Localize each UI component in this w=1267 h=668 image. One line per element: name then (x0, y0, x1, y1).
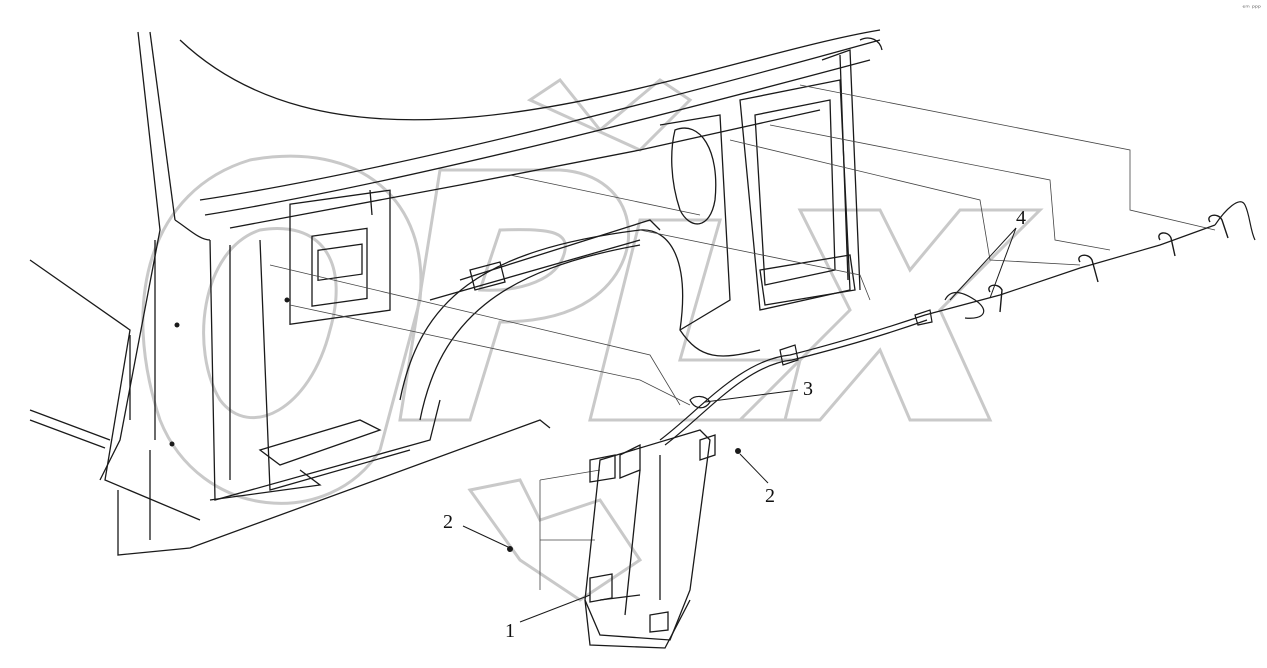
rear-wall-left (209, 239, 441, 501)
left-pillar (99, 31, 161, 481)
clip (1158, 232, 1176, 257)
cab-body (29, 29, 883, 556)
callout-1: 1 (505, 620, 515, 642)
corner-tag: ᵉᵐ ᵖᵖᵖ (1242, 4, 1262, 12)
watermark-letter-o (141, 154, 423, 505)
wheel-arch (399, 229, 761, 401)
roof-edge (179, 29, 881, 121)
callout-labels: 1 2 2 3 4 (443, 207, 1026, 642)
cable-branch (944, 291, 985, 319)
fasteners (169, 297, 741, 552)
right-wall (659, 114, 731, 331)
watermark-arrow-bottom (467, 478, 643, 602)
leader-1 (519, 594, 591, 623)
leader-2b (739, 453, 769, 484)
callout-4: 4 (1016, 207, 1026, 229)
cable-harness (659, 201, 1256, 446)
fastener-dot (169, 441, 175, 447)
callout-2-right: 2 (765, 485, 775, 507)
callout-3: 3 (803, 378, 813, 400)
cable-end-loop (1214, 201, 1256, 241)
trim-panel (584, 429, 716, 649)
watermark-letter-p (398, 168, 631, 422)
right-pillar (821, 49, 861, 291)
fastener-dot (174, 322, 180, 328)
floor-left (29, 259, 201, 521)
leader-4a (989, 227, 1017, 299)
watermark-letter-x (736, 208, 1044, 422)
cable-clips (988, 214, 1229, 313)
watermark (141, 77, 1044, 602)
projection-lines (269, 84, 1216, 590)
leader-3 (704, 389, 799, 403)
callout-2-left: 2 (443, 511, 453, 533)
fastener-dot (507, 546, 513, 552)
clip (988, 284, 1003, 313)
clip (1078, 254, 1099, 283)
left-panel-frame (289, 189, 391, 325)
cable-main (659, 224, 1216, 441)
fastener-dot (735, 448, 741, 454)
clip (1208, 214, 1229, 239)
leader-2a (462, 525, 509, 548)
leader-4b (949, 227, 1017, 301)
callout-leaders (462, 227, 1017, 623)
watermark-arrow-top (526, 77, 693, 152)
fastener-dot (284, 297, 290, 303)
